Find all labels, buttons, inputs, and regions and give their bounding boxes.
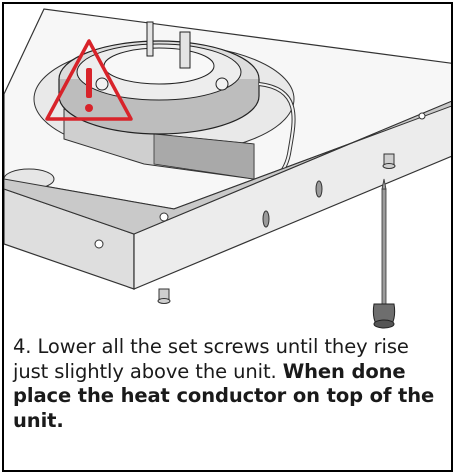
screwdriver-icon	[372, 178, 396, 329]
step-emphasis: When done place the heat conductor on to…	[13, 359, 435, 432]
instruction-card: 4. Lower all the set screws until they r…	[2, 2, 453, 472]
warning-triangle-icon	[45, 39, 133, 121]
set-screw	[157, 288, 171, 304]
step-text: Lower all the set screws until they rise…	[13, 335, 409, 383]
step-number: 4.	[13, 335, 32, 358]
instruction-text: 4. Lower all the set screws until they r…	[13, 335, 443, 433]
unit-illustration	[4, 8, 451, 329]
set-screw	[382, 153, 396, 169]
